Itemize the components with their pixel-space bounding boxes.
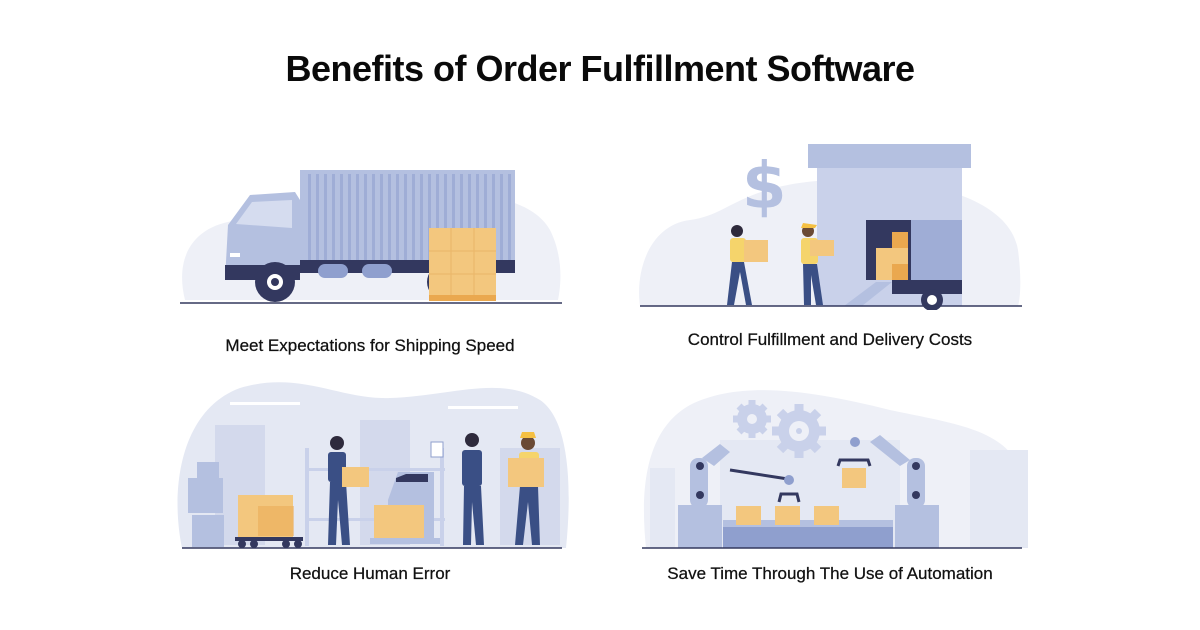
worker-figure	[801, 223, 834, 305]
loading-truck-illustration: $	[639, 144, 1022, 310]
page-title: Benefits of Order Fulfillment Software	[285, 48, 915, 89]
robot-arms-illustration	[642, 390, 1028, 549]
caption-costs: Control Fulfillment and Delivery Costs	[687, 330, 973, 349]
gear-icon	[733, 400, 771, 438]
warehouse-illustration	[177, 382, 569, 549]
benefit-panel-errors: Reduce Human Error	[170, 370, 570, 590]
delivery-truck-illustration	[180, 170, 562, 304]
caption-automation: Save Time Through The Use of Automation	[667, 564, 993, 583]
caption-errors: Reduce Human Error	[289, 564, 451, 583]
benefit-panel-automation: Save Time Through The Use of Automation	[630, 370, 1030, 590]
benefit-panel-costs: $ Control Fulfillment and Delivery Costs	[630, 130, 1030, 360]
gear-icon	[772, 404, 826, 458]
caption-shipping: Meet Expectations for Shipping Speed	[225, 336, 515, 355]
dollar-sign-icon: $	[742, 150, 787, 224]
worker-figure	[727, 225, 768, 305]
benefit-panel-shipping: Meet Expectations for Shipping Speed	[170, 140, 570, 370]
